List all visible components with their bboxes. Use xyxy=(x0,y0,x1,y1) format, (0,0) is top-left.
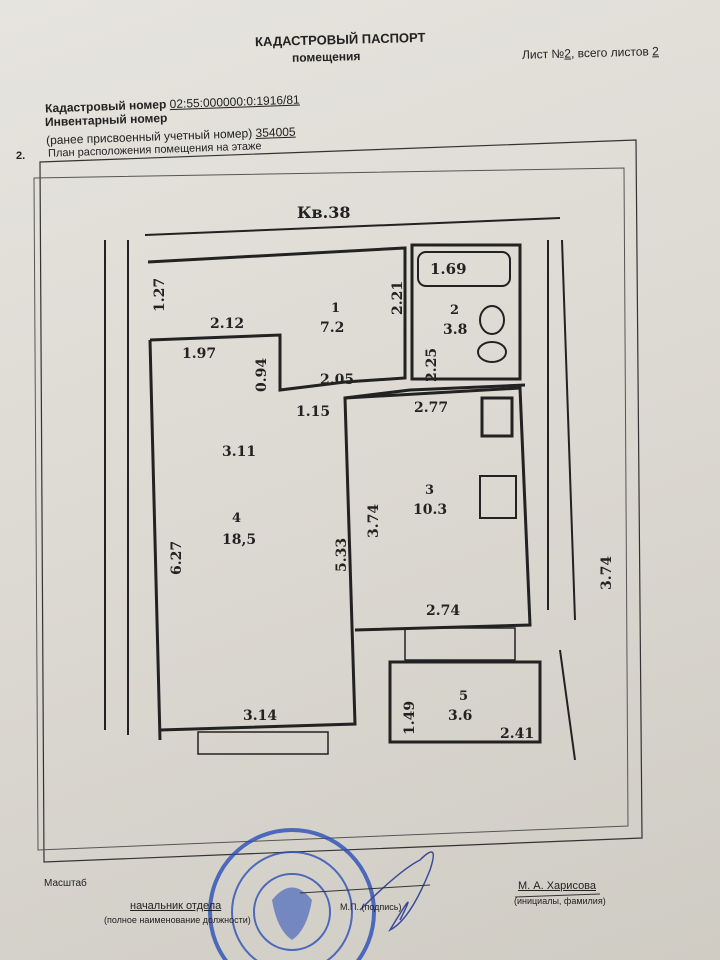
dim-label: 2.74 xyxy=(426,603,460,619)
dim-label: 3.74 xyxy=(366,504,382,538)
position-caption: (полное наименование должности) xyxy=(104,915,251,925)
dim-label: 2.77 xyxy=(414,400,448,416)
inner-frame xyxy=(33,167,629,851)
kitchen-sink-icon xyxy=(480,396,514,438)
room-1-number: 1 xyxy=(331,301,340,316)
dim-label: 6.27 xyxy=(169,541,185,575)
scale-label: Масштаб xyxy=(44,878,87,889)
eagle-emblem-icon xyxy=(272,887,312,940)
dim-label: 5.33 xyxy=(334,538,350,572)
section-number: 2. xyxy=(16,150,26,162)
bath-length: 1.69 xyxy=(430,260,467,278)
sink-icon xyxy=(479,305,505,335)
room-4-area: 18,5 xyxy=(222,532,256,548)
dim-label: 2.21 xyxy=(390,281,406,315)
dim-label: 2.25 xyxy=(424,348,440,382)
dim-label: 1.15 xyxy=(296,404,330,420)
dim-label: 3.14 xyxy=(243,708,277,724)
room-5-number: 5 xyxy=(459,689,468,704)
bathtub-icon xyxy=(417,251,511,287)
position-value: начальник отдела xyxy=(130,900,222,912)
dimensions: 1.27 2.12 2.21 2.25 1.97 0.94 2.05 1.15 … xyxy=(152,278,615,742)
dim-label: 2.41 xyxy=(500,726,534,742)
dim-label: 2.12 xyxy=(210,316,244,332)
dim-label: 3.11 xyxy=(222,444,256,460)
toilet-icon xyxy=(477,341,507,363)
room-5-area: 3.6 xyxy=(448,708,472,724)
room-4-number: 4 xyxy=(232,511,241,526)
dim-label: 0.94 xyxy=(254,358,270,392)
walls xyxy=(104,217,576,761)
dim-label: 1.97 xyxy=(182,346,216,362)
dim-label: 2.05 xyxy=(320,372,354,388)
signer-name-caption: (инициалы, фамилия) xyxy=(514,896,606,906)
room-1-area: 7.2 xyxy=(320,320,344,336)
signer-name: М. А. Харисова xyxy=(518,880,597,892)
room-3-number: 3 xyxy=(425,483,434,498)
dim-label: 1.49 xyxy=(402,701,418,735)
room-2-number: 2 xyxy=(450,303,459,318)
official-stamp xyxy=(208,828,376,960)
outer-frame xyxy=(39,139,643,863)
dim-label: 3.74 xyxy=(599,556,615,590)
room-3-area: 10.3 xyxy=(413,502,447,518)
stamp-caption: М.П. (подпись) xyxy=(340,902,402,912)
apartment-label: Кв.38 xyxy=(297,203,351,222)
dim-label: 1.27 xyxy=(152,278,168,312)
stove-icon xyxy=(479,475,517,519)
signature xyxy=(359,851,435,932)
room-2-area: 3.8 xyxy=(443,322,467,338)
